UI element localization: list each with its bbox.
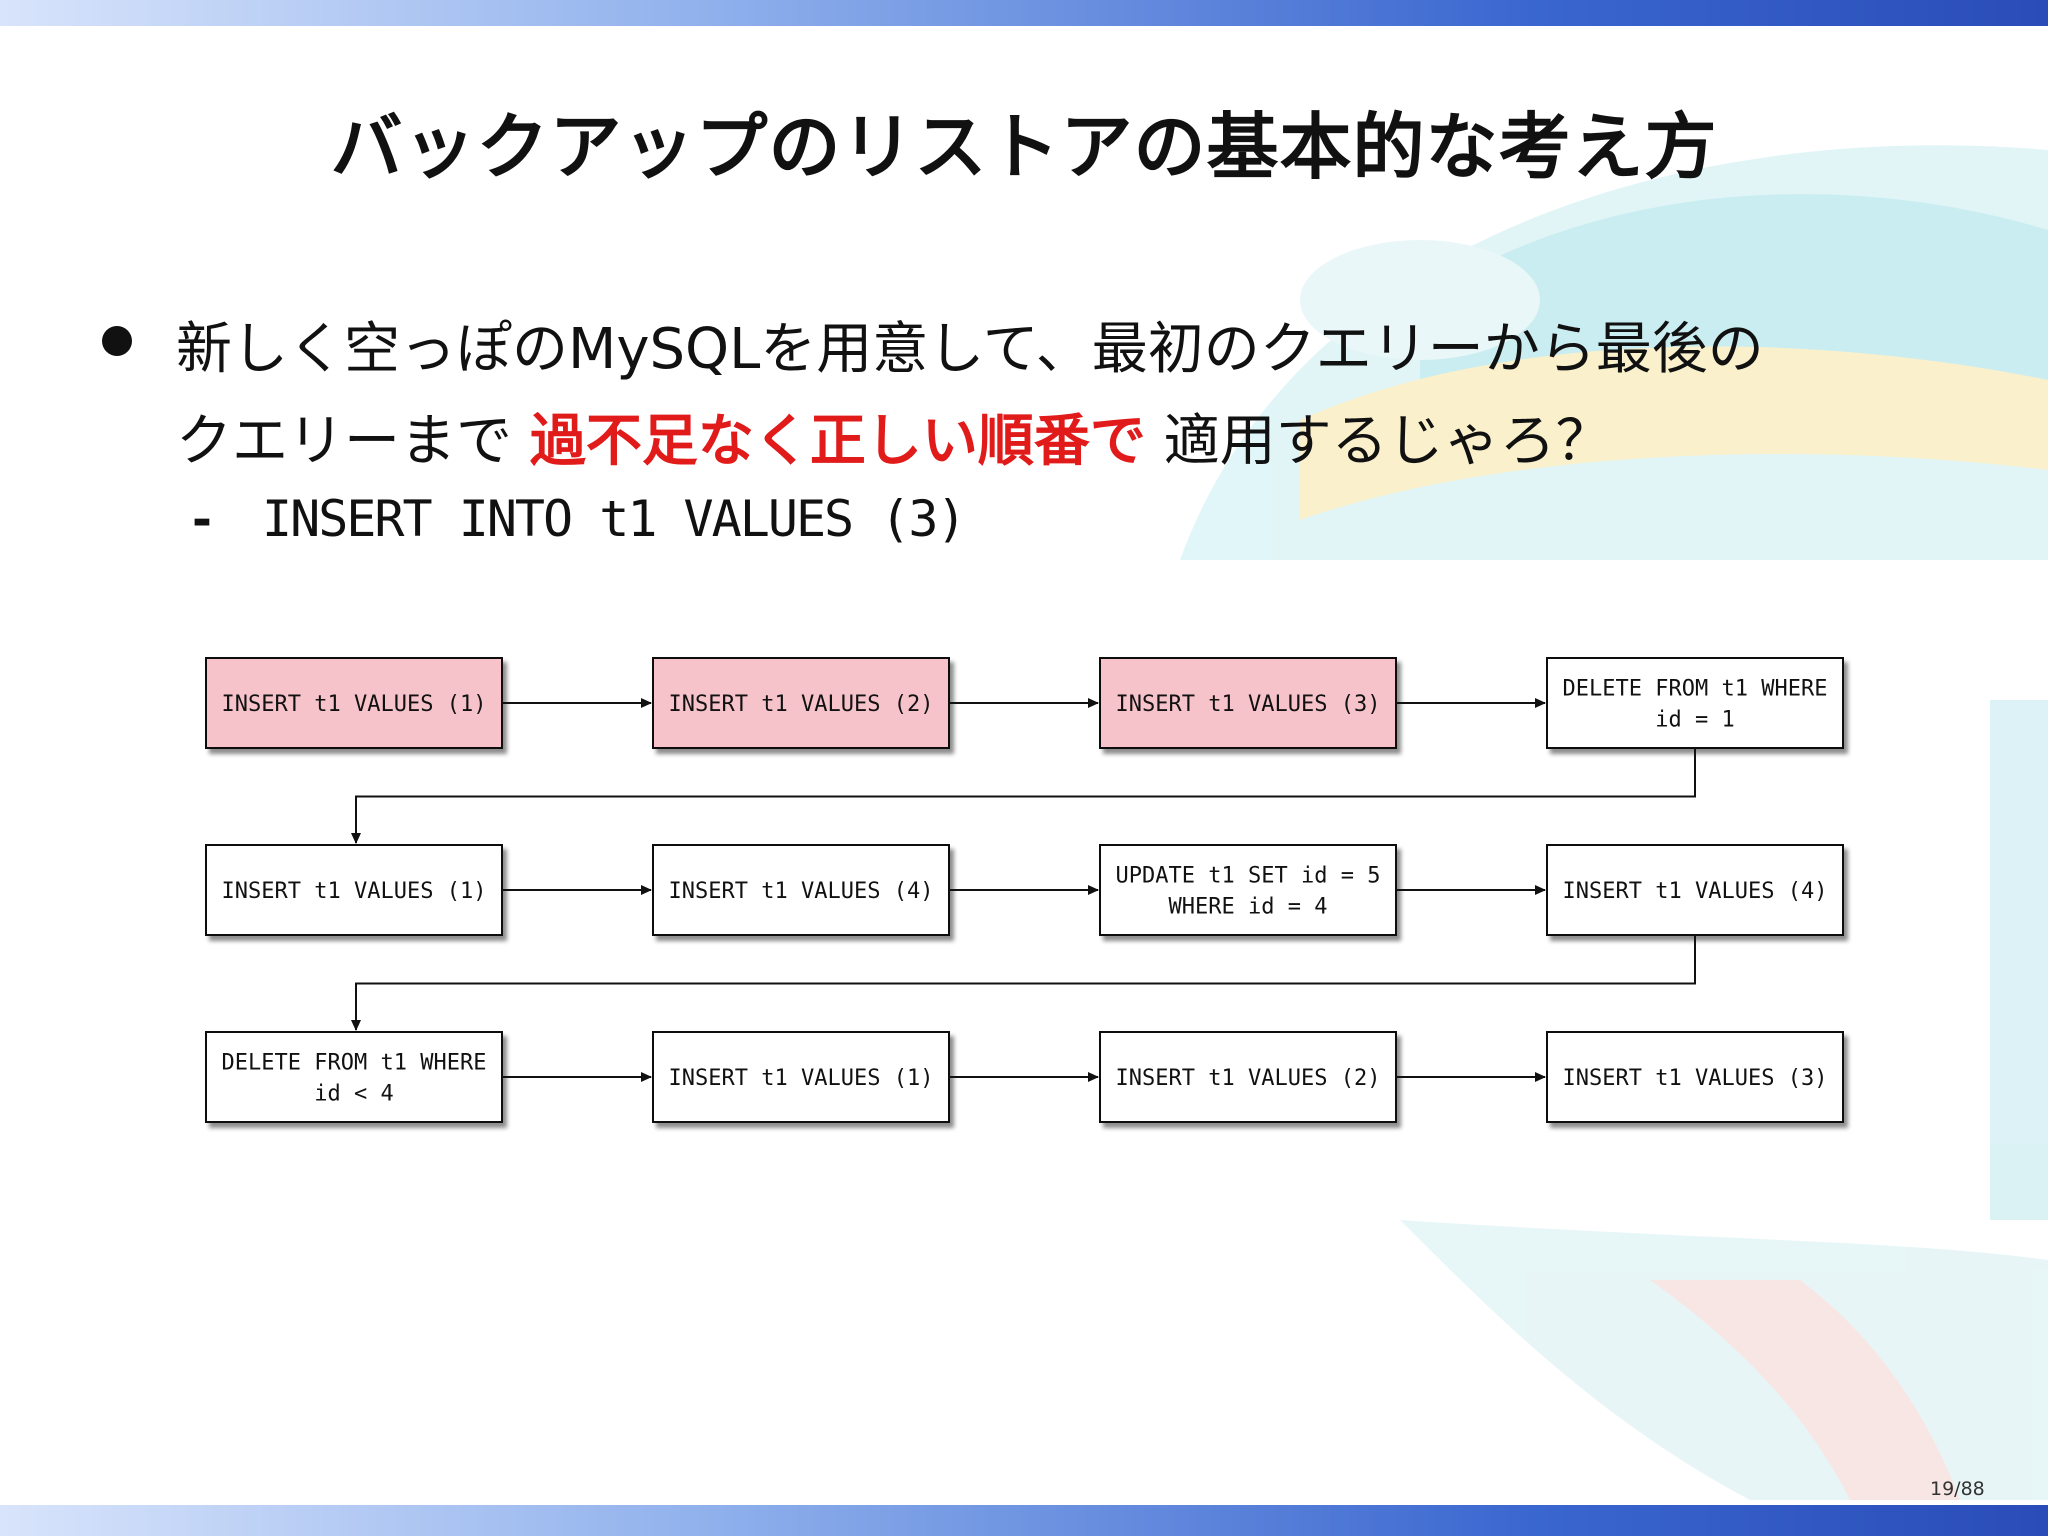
flow-node-label-0-3-0: DELETE FROM t1 WHERE: [1563, 677, 1828, 702]
slide-title: バックアップのリストアの基本的な考え方: [330, 105, 1718, 189]
flow-wrap-arrow-1: [351, 935, 1696, 1031]
flow-node-label-0-3-1: id = 1: [1655, 708, 1734, 733]
flow-node-0-1: [652, 657, 950, 749]
bullet-line-2-after: 適用するじゃろ？: [1145, 409, 1612, 474]
bullet-marker: [102, 326, 132, 356]
flow-node-label-0-2-0: INSERT t1 VALUES (3): [1116, 692, 1381, 717]
flow-node-label-2-0-1: id < 4: [314, 1082, 393, 1107]
bottom-accent-bar: [0, 1505, 2048, 1536]
flow-node-1-3: [1546, 844, 1844, 936]
flow-node-label-1-2-1: WHERE id = 4: [1169, 895, 1328, 920]
flow-node-2-1: [652, 1031, 950, 1123]
flow-node-label-2-0-0: DELETE FROM t1 WHERE: [222, 1051, 487, 1076]
flow-node-label-0-0-0: INSERT t1 VALUES (1): [222, 692, 487, 717]
flow-node-label-1-3-0: INSERT t1 VALUES (4): [1563, 879, 1828, 904]
flow-node-label-1-1-0: INSERT t1 VALUES (4): [669, 879, 934, 904]
bullet-line-1: 新しく空っぽのMySQLを用意して、最初のクエリーから最後の: [176, 317, 1764, 382]
flow-node-0-2: [1099, 657, 1397, 749]
bullet-highlight: 過不足なく正しい順番で: [529, 409, 1146, 474]
flow-node-1-1: [652, 844, 950, 936]
flow-node-1-0: [205, 844, 503, 936]
flow-node-2-2: [1099, 1031, 1397, 1123]
flow-node-0-3: [1546, 657, 1844, 749]
query-flow-diagram: INSERT t1 VALUES (1) INSERT t1 VALUES (2)…: [178, 562, 1990, 1218]
flow-node-label-2-3-0: INSERT t1 VALUES (3): [1563, 1066, 1828, 1091]
flow-node-2-0: [205, 1031, 503, 1123]
query-flow-svg: INSERT t1 VALUES (1) INSERT t1 VALUES (2)…: [205, 657, 1844, 1123]
bullet-line-2-before: クエリーまで: [176, 409, 530, 474]
flow-node-label-1-0-0: INSERT t1 VALUES (1): [222, 879, 487, 904]
flow-node-label-2-2-0: INSERT t1 VALUES (2): [1116, 1066, 1381, 1091]
flow-wrap-arrow-0: [351, 748, 1696, 844]
flow-node-2-3: [1546, 1031, 1844, 1123]
flow-node-label-1-2-0: UPDATE t1 SET id = 5: [1116, 864, 1381, 889]
page-number: 19/88: [1930, 1478, 1985, 1500]
bullet-line-2: クエリーまで 過不足なく正しい順番で 適用するじゃろ？: [176, 396, 1612, 477]
flow-node-label-2-1-0: INSERT t1 VALUES (1): [669, 1066, 934, 1091]
sub-bullet-code: INSERT INTO t1 VALUES (3): [262, 490, 967, 548]
flow-node-0-0: [205, 657, 503, 749]
flow-node-label-0-1-0: INSERT t1 VALUES (2): [669, 692, 934, 717]
sub-bullet-marker: -: [192, 492, 212, 548]
flow-node-1-2: [1099, 844, 1397, 936]
top-accent-bar: [0, 0, 2048, 26]
